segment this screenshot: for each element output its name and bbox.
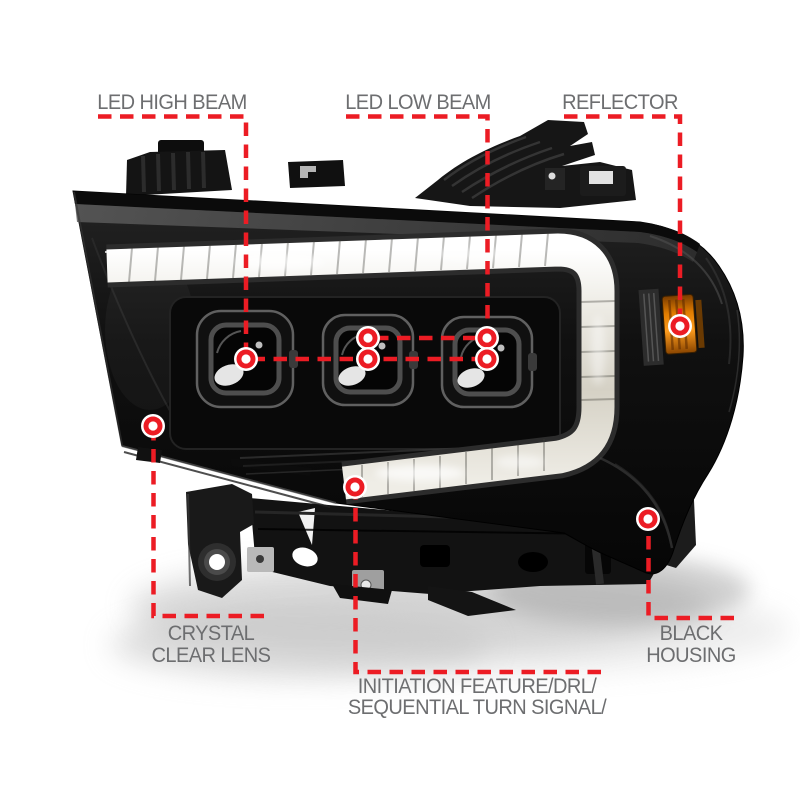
projector-lamps (195, 309, 537, 409)
marker-right-upper (475, 326, 499, 350)
marker-reflector (668, 314, 692, 338)
right-cap-highlights (599, 235, 741, 549)
marker-high-beam (234, 347, 258, 371)
upper-mounting-brackets (126, 120, 636, 208)
callout-line-black-housing (646, 519, 734, 621)
label-crystal-clear-lens: CRYSTAL CLEAR LENS (118, 622, 304, 666)
callout-line-crystal-clear-lens (151, 426, 264, 619)
marker-mid-lower (356, 347, 380, 371)
marker-right-lower (475, 347, 499, 371)
callout-markers (141, 314, 692, 531)
marker-housing (636, 507, 660, 531)
callout-line-led-low-beam (346, 114, 490, 341)
label-line: SEQUENTIAL TURN SIGNAL/ (347, 695, 607, 719)
marker-drl-strip (343, 475, 367, 499)
label-line: CRYSTAL (167, 621, 255, 645)
label-initiation-feature: INITIATION FEATURE/DRL/ SEQUENTIAL TURN … (338, 674, 617, 719)
label-line: HOUSING (646, 643, 736, 667)
label-black-housing: BLACK HOUSING (598, 622, 784, 666)
label-led-low-beam: LED LOW BEAM (345, 90, 491, 114)
label-line: INITIATION FEATURE/DRL/ (357, 674, 597, 698)
marker-mid-upper (356, 326, 380, 350)
callout-line-initiation-feature (353, 487, 601, 675)
label-led-high-beam: LED HIGH BEAM (97, 90, 247, 114)
label-reflector: REFLECTOR (562, 90, 678, 114)
marker-lens (141, 414, 165, 438)
label-line: BLACK (659, 621, 723, 645)
callout-line-reflector (564, 114, 683, 326)
label-line: CLEAR LENS (151, 643, 271, 667)
housing-top-sheen (75, 204, 697, 262)
